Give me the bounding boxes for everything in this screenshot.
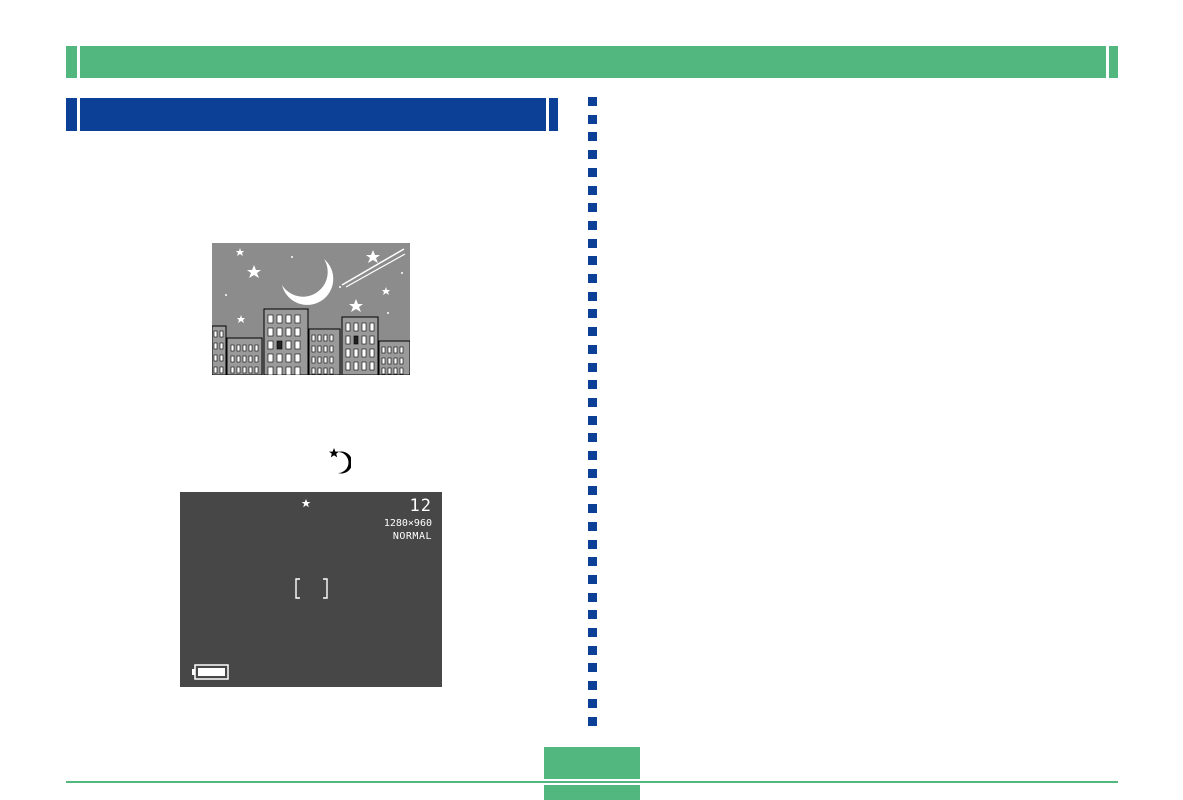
divider-dot	[588, 539, 597, 549]
image-size-label: 1280×960	[383, 518, 432, 529]
divider-dot	[588, 150, 597, 160]
divider-dot	[588, 380, 597, 390]
divider-dot	[588, 397, 597, 407]
divider-dot	[588, 592, 597, 602]
column-divider	[588, 97, 597, 737]
divider-dot	[588, 220, 597, 230]
divider-dot	[588, 451, 597, 460]
divider-dot	[588, 628, 597, 637]
divider-dot	[588, 362, 597, 372]
divider-dot	[588, 610, 597, 620]
divider-dot	[588, 521, 597, 531]
chapter-header-bar	[66, 46, 1118, 78]
divider-dot	[588, 185, 597, 195]
focus-frame-icon	[295, 578, 328, 599]
night-scene-illustration	[212, 243, 410, 375]
divider-dot	[588, 167, 597, 177]
night-scene-icon	[329, 448, 351, 474]
divider-dot	[588, 468, 597, 478]
divider-dot	[588, 681, 597, 691]
divider-dot	[588, 504, 597, 514]
section-header-bar	[66, 98, 558, 131]
divider-dot	[588, 291, 597, 301]
page-number-tab	[544, 747, 640, 779]
lcd-monitor-display: 12 1280×960 NORMAL	[180, 492, 442, 687]
divider-dot	[588, 663, 597, 673]
image-quality-label: NORMAL	[392, 531, 432, 542]
divider-dot	[588, 716, 597, 726]
section-bar-notch-left	[77, 98, 80, 131]
divider-dot	[588, 645, 597, 655]
divider-dot	[588, 114, 597, 124]
divider-dot	[588, 557, 597, 567]
battery-icon	[192, 664, 229, 680]
divider-dot	[588, 203, 597, 213]
divider-dot	[588, 574, 597, 584]
header-bar-notch-right	[1106, 46, 1109, 78]
section-bar-notch-right	[546, 98, 549, 131]
divider-dot	[588, 327, 597, 337]
divider-dot	[588, 256, 597, 266]
divider-dot	[588, 415, 597, 425]
divider-dot	[588, 238, 597, 248]
divider-dot	[588, 344, 597, 354]
divider-dot	[588, 274, 597, 283]
divider-dot	[588, 97, 597, 106]
header-bar-notch-left	[77, 46, 80, 78]
page-number-tab-foot	[544, 785, 640, 800]
divider-dot	[588, 486, 597, 496]
divider-dot	[588, 132, 597, 142]
remaining-shots-count: 12	[409, 496, 432, 516]
divider-dot	[588, 309, 597, 319]
divider-dot	[588, 698, 597, 708]
footer-rule	[66, 781, 1118, 783]
divider-dot	[588, 433, 597, 443]
night-scene-icon	[301, 499, 320, 521]
